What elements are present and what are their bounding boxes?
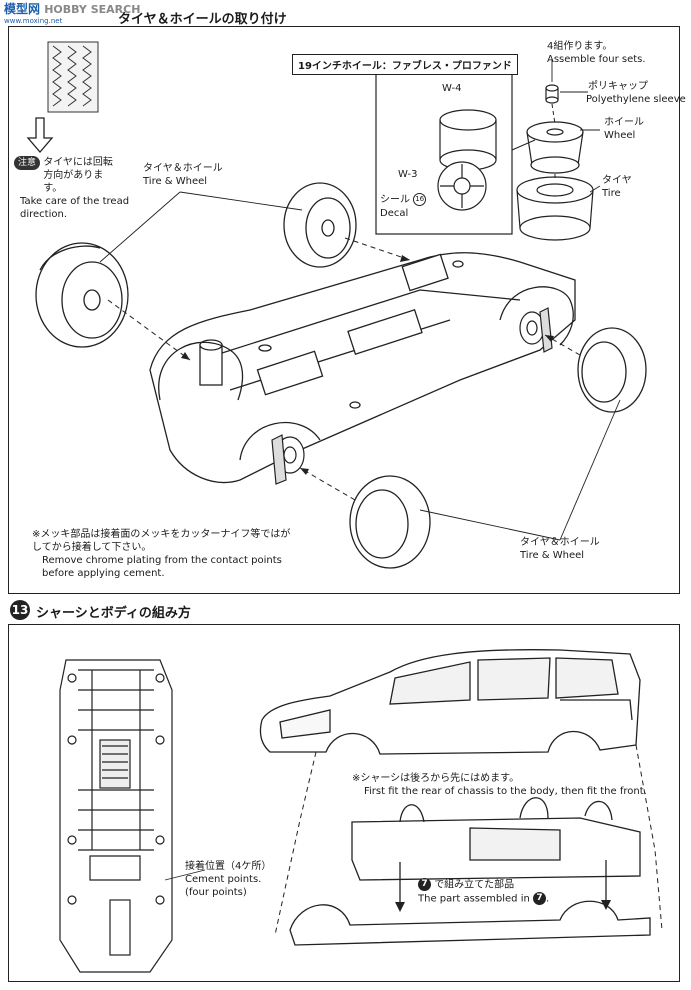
logo-site: www.moxing.net [4,17,63,25]
polycap-jp: ポリキャップ [588,81,648,92]
tire-wheel-label-bottom: タイヤ＆ホイール Tire & Wheel [520,536,600,562]
rear-first-jp: ※シャーシは後ろから先にはめます。 [352,773,520,784]
tire-wheel2-jp: タイヤ＆ホイール [520,537,600,548]
tire-label: タイヤ Tire [602,174,632,200]
chrome-note: ※メッキ部品は接着面のメッキをカッターナイフ等ではがしてから接着して下さい。 R… [32,528,292,580]
decal-en: Decal [380,207,409,219]
step7-reference-note: 7 で組み立てた部品 The part assembled in 7. [418,878,550,905]
cement-jp: 接着位置（4ケ所） [185,861,272,872]
tire-wheel-label-top: タイヤ＆ホイール Tire & Wheel [143,162,223,188]
ref-en: The part assembled in [418,893,530,904]
assemble-en: Assemble four sets. [547,54,646,65]
polycap-label: ポリキャップ Polyethylene sleeve [586,80,686,106]
tire-wheel-jp: タイヤ＆ホイール [143,163,223,174]
chrome-en: Remove chrome plating from the contact p… [42,555,282,579]
step13-number: 13 [10,600,30,620]
caution-note: 注意 タイヤには回転方向があります。 Take care of the trea… [14,156,134,221]
wheel-label: ホイール Wheel [604,116,644,142]
ref-jp: で組み立てた部品 [434,879,515,891]
part-w3-label: W-3 [398,169,418,180]
part-w4-label: W-4 [442,83,462,94]
rear-first-note: ※シャーシは後ろから先にはめます。 First fit the rear of … [352,772,647,798]
tire-jp: タイヤ [602,175,632,186]
tire-wheel2-en: Tire & Wheel [520,550,585,561]
caution-en: Take care of the tread direction. [20,196,130,220]
ref-step-number-2: 7 [533,891,547,905]
wheel-spec-box: 19インチホイール：ファブレス・プロファンド [292,54,518,75]
step12-title: タイヤ＆ホイールの取り付け [118,12,287,27]
logo-latin: HOBBY SEARCH [44,3,141,16]
assemble-jp: 4組作ります。 [547,41,613,52]
cement-points-note: 接着位置（4ケ所） Cement points. (four points) [185,860,271,899]
decal-number: 16 [413,193,427,206]
tire-en: Tire [602,188,621,199]
assemble-four-note: 4組作ります。 Assemble four sets. [547,40,646,66]
decal-label: シール 16 Decal [380,193,427,220]
step12-panel [8,26,680,594]
watermark-logo: 模型网 HOBBY SEARCH www.moxing.net [4,0,140,25]
step13-panel [8,624,680,982]
decal-jp: シール [380,194,410,206]
chrome-jp: ※メッキ部品は接着面のメッキをカッターナイフ等ではがしてから接着して下さい。 [32,529,291,553]
caution-badge: 注意 [14,156,41,170]
wheel-jp: ホイール [604,117,644,128]
tire-wheel-en: Tire & Wheel [143,176,208,187]
caution-jp: タイヤには回転方向があります。 [43,157,113,194]
step13-title: シャーシとボディの組み方 [36,606,191,621]
wheel-en: Wheel [604,130,636,141]
logo-text: 模型网 [4,2,41,16]
polycap-en: Polyethylene sleeve [586,94,686,105]
cement-en1: Cement points. [185,874,262,885]
ref-step-number: 7 [418,878,431,891]
cement-en2: (four points) [185,887,247,898]
rear-first-en: First fit the rear of chassis to the bod… [364,786,647,797]
